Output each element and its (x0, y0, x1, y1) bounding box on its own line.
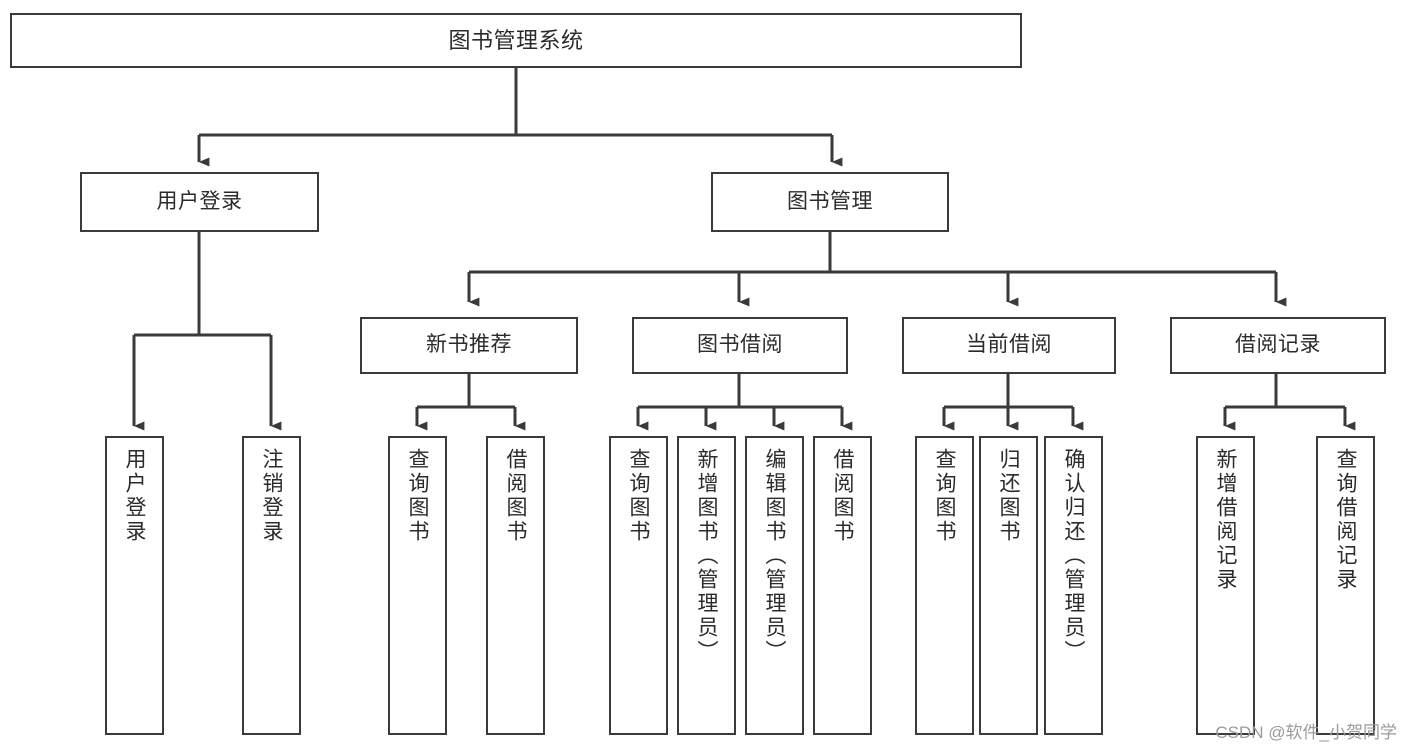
node-label: 归还图书 (997, 448, 1020, 544)
node-new-book-recommend[interactable]: 新书推荐 (360, 317, 578, 374)
node-label: 借阅图书 (831, 448, 854, 544)
leaf-logout-login[interactable]: 注销登录 (242, 436, 301, 735)
node-root-book-management-system[interactable]: 图书管理系统 (10, 13, 1022, 68)
node-label: 确认归还（管理员） (1062, 448, 1085, 664)
node-borrow-record[interactable]: 借阅记录 (1170, 317, 1386, 374)
leaf-query-borrow-record[interactable]: 查询借阅记录 (1316, 436, 1375, 735)
leaf-query-book-recommend[interactable]: 查询图书 (388, 436, 447, 735)
leaf-edit-book-admin[interactable]: 编辑图书（管理员） (745, 436, 804, 735)
node-label: 查询图书 (933, 448, 956, 544)
node-label: 当前借阅 (966, 333, 1052, 357)
node-label: 用户登录 (156, 189, 243, 213)
watermark-text: CSDN @软件_小贺同学 (1215, 723, 1397, 742)
node-label: 图书管理 (787, 189, 873, 213)
leaf-add-book-admin[interactable]: 新增图书（管理员） (677, 436, 736, 735)
node-label: 查询借阅记录 (1334, 448, 1357, 592)
node-book-management[interactable]: 图书管理 (711, 172, 949, 232)
node-label: 查询图书 (406, 448, 429, 544)
leaf-borrow-book-recommend[interactable]: 借阅图书 (486, 436, 545, 735)
node-label: 新书推荐 (426, 333, 512, 357)
node-label: 图书管理系统 (448, 27, 584, 53)
leaf-borrow-book[interactable]: 借阅图书 (813, 436, 872, 735)
node-label: 编辑图书（管理员） (763, 448, 786, 664)
node-label: 用户登录 (123, 448, 146, 544)
leaf-add-borrow-record[interactable]: 新增借阅记录 (1196, 436, 1255, 735)
node-label: 查询图书 (627, 448, 650, 544)
node-label: 注销登录 (260, 448, 283, 544)
node-label: 新增借阅记录 (1214, 448, 1237, 592)
leaf-query-book-current[interactable]: 查询图书 (915, 436, 974, 735)
node-label: 借阅图书 (504, 448, 527, 544)
leaf-confirm-return-admin[interactable]: 确认归还（管理员） (1044, 436, 1103, 735)
node-book-borrow[interactable]: 图书借阅 (632, 317, 848, 374)
leaf-query-book-borrow[interactable]: 查询图书 (609, 436, 668, 735)
node-user-login[interactable]: 用户登录 (80, 172, 319, 232)
node-label: 新增图书（管理员） (695, 448, 718, 664)
leaf-return-book[interactable]: 归还图书 (979, 436, 1038, 735)
node-label: 借阅记录 (1235, 333, 1321, 357)
node-label: 图书借阅 (697, 333, 783, 357)
leaf-user-login[interactable]: 用户登录 (105, 436, 164, 735)
node-current-borrow[interactable]: 当前借阅 (902, 317, 1116, 374)
